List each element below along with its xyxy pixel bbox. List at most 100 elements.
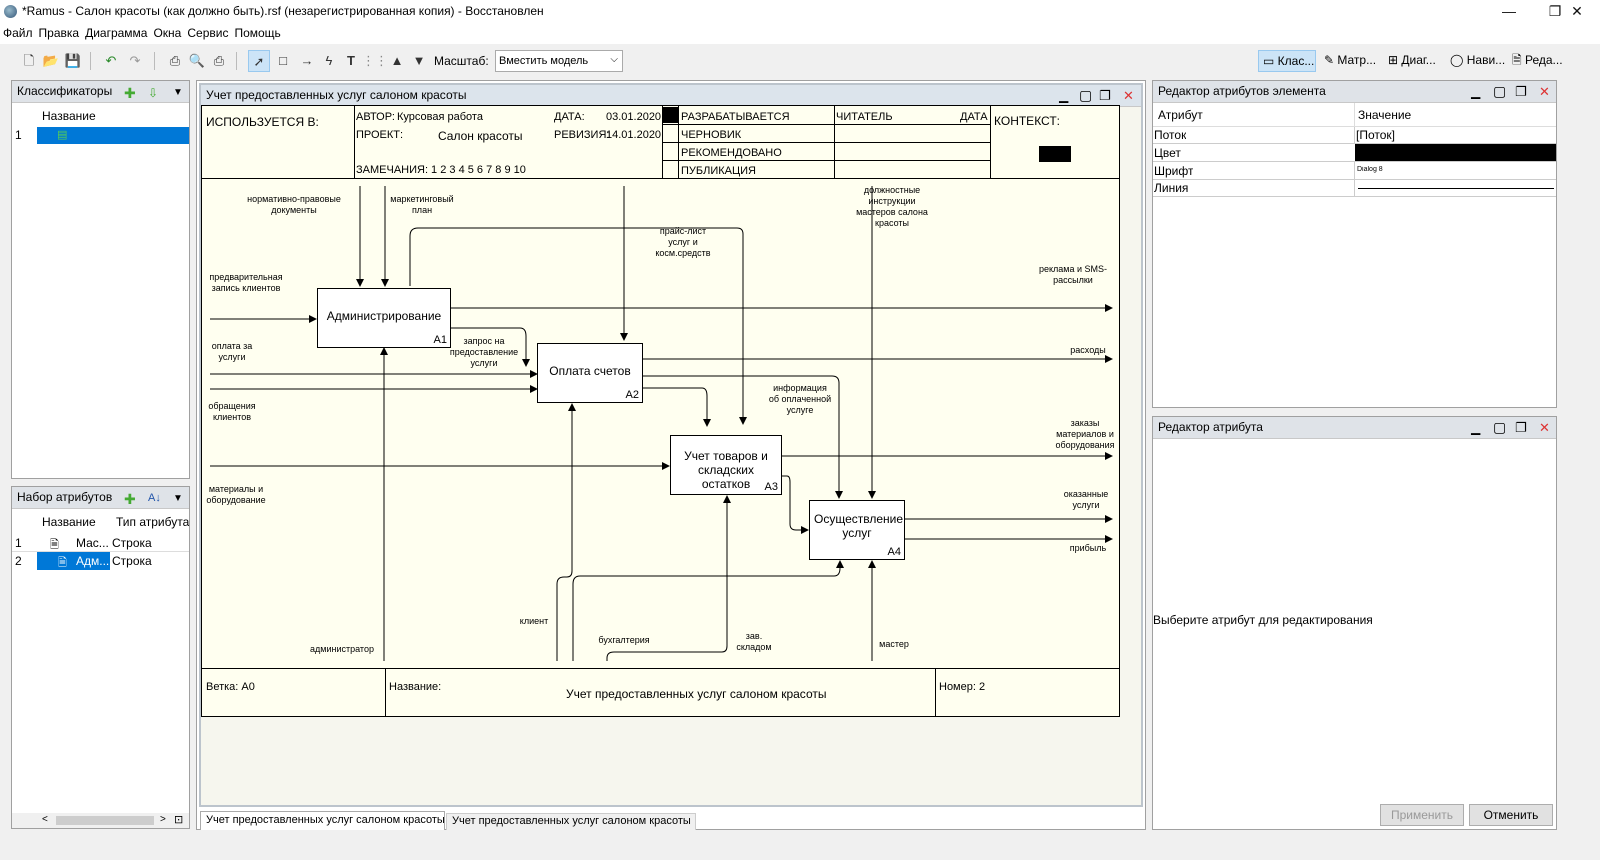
doc-icon: 🗎 <box>50 539 59 551</box>
restore-icon[interactable]: ❐ <box>1099 88 1111 103</box>
maximize-icon[interactable]: ▢ <box>1493 419 1507 435</box>
triangle-up-icon[interactable]: ▲ <box>390 53 404 68</box>
save-icon[interactable]: 💾 <box>64 53 82 68</box>
activity-box-a2[interactable]: Оплата счетов A2 <box>537 343 643 403</box>
reader-label: ЧИТАТЕЛЬ <box>836 111 893 123</box>
arrow-label: материалы и оборудование <box>206 484 266 505</box>
status-publication: ПУБЛИКАЦИЯ <box>681 165 756 177</box>
tab-navigator[interactable]: ◯ Нави... <box>1450 53 1506 67</box>
close-icon[interactable]: ✕ <box>1539 84 1550 99</box>
tab-classifiers[interactable]: ▭ Клас... <box>1258 50 1316 72</box>
scroll-right-icon[interactable]: > <box>160 814 166 825</box>
sort-icon[interactable]: A↓ <box>148 492 161 504</box>
redo-icon[interactable]: ↷ <box>129 53 141 68</box>
scale-value: Вместить модель <box>499 55 589 67</box>
selected-cell[interactable]: ▤ <box>37 127 189 144</box>
table-row[interactable]: 2 🗎 Адм... Строка <box>12 552 189 570</box>
table-row[interactable]: Линия <box>1153 180 1556 197</box>
scroll-left-icon[interactable]: < <box>42 814 48 825</box>
table-row[interactable]: Цвет <box>1153 144 1556 162</box>
scale-label: Масштаб: <box>434 54 489 68</box>
minimize-icon[interactable]: ▁ <box>1471 421 1481 435</box>
attribute-editor-header: Редактор атрибута ▁ ▢ ❐ ✕ <box>1153 417 1556 439</box>
attribute-editor: Редактор атрибута ▁ ▢ ❐ ✕ Выберите атриб… <box>1152 416 1557 830</box>
add-icon[interactable]: ✚ <box>124 85 136 101</box>
dropdown-icon[interactable]: ▼ <box>173 87 183 98</box>
menu-windows[interactable]: Окна <box>153 26 182 40</box>
minimize-icon[interactable]: ▁ <box>1471 85 1481 99</box>
restore-icon[interactable]: ❐ <box>1515 420 1527 435</box>
triangle-down-icon[interactable]: ▼ <box>412 53 426 68</box>
dropdown-icon[interactable]: ▼ <box>173 493 183 504</box>
activity-box-a3[interactable]: Учет товаров и складских остатков A3 <box>670 435 782 495</box>
cancel-button[interactable]: Отменить <box>1469 804 1553 826</box>
separator <box>154 52 155 70</box>
scale-select[interactable]: Вместить модель ⌵ <box>495 50 623 72</box>
selected-cell[interactable] <box>37 552 110 570</box>
author-label: АВТОР: <box>356 111 395 123</box>
element-attribute-editor: Редактор атрибутов элемента ▁ ▢ ❐ ✕ Атри… <box>1152 80 1557 408</box>
activity-box-a4[interactable]: Осуществление услуг A4 <box>809 500 905 560</box>
menu-diagram[interactable]: Диаграмма <box>85 26 148 40</box>
grid-tool-icon[interactable]: ⋮⋮ <box>362 53 388 68</box>
color-swatch[interactable] <box>1355 144 1556 161</box>
import-icon[interactable]: ⇩ <box>148 86 159 100</box>
menu-help[interactable]: Помощь <box>234 26 281 40</box>
new-file-icon[interactable]: 🗋 <box>23 53 35 68</box>
corner-icon[interactable]: ⊡ <box>174 814 184 826</box>
table-row[interactable]: 1 ▤ <box>12 127 189 144</box>
classifiers-header: Классификаторы ✚ ⇩ ▼ <box>12 81 189 103</box>
close-button[interactable]: ✕ <box>1571 3 1583 19</box>
table-row[interactable]: 1 🗎 Мас... Строка <box>12 534 189 552</box>
status-draft: ЧЕРНОВИК <box>681 129 742 141</box>
maximize-button[interactable]: ❐ <box>1548 3 1562 19</box>
chevron-down-icon: ⌵ <box>610 54 618 65</box>
diagram-tab-2[interactable]: Учет предоставленных услуг салоном красо… <box>446 813 696 830</box>
arrow-label: обращения клиентов <box>208 401 256 422</box>
close-icon[interactable]: ✕ <box>1123 88 1134 103</box>
arrow-label: запрос на предоставление услуги <box>449 336 519 368</box>
idef0-frame: ИСПОЛЬЗУЕТСЯ В: АВТОР: Курсовая работа П… <box>201 105 1120 717</box>
apply-button[interactable]: Применить <box>1380 804 1464 826</box>
text-tool-icon[interactable]: T <box>347 53 355 68</box>
undo-icon[interactable]: ↶ <box>105 53 117 68</box>
minimize-icon[interactable]: ▁ <box>1059 89 1069 103</box>
minimize-button[interactable]: — <box>1502 3 1516 19</box>
arrow-label: оплата за услуги <box>211 341 253 362</box>
menu-edit[interactable]: Правка <box>38 26 80 40</box>
pointer-tool-icon[interactable]: ➚ <box>248 50 270 72</box>
arrow-label: предварительная запись клиентов <box>209 272 283 293</box>
horizontal-scrollbar[interactable]: < > ⊡ <box>12 813 189 828</box>
column-type: Тип атрибута <box>116 515 190 529</box>
print-preview-icon[interactable]: 🔍 <box>188 53 206 68</box>
doc-icon: 🗎 <box>58 557 67 569</box>
menu-file[interactable]: Файл <box>3 26 33 40</box>
arrow-tool-icon[interactable]: → <box>300 53 314 68</box>
box-tool-icon[interactable]: □ <box>279 53 287 68</box>
print-icon[interactable]: ⎙ <box>169 53 181 68</box>
menu-service[interactable]: Сервис <box>187 26 229 40</box>
line-preview <box>1358 188 1554 189</box>
tab-diagrams[interactable]: ⊞ Диаг... <box>1388 53 1436 67</box>
arrow-label: оказанные услуги <box>1063 489 1109 510</box>
close-icon[interactable]: ✕ <box>1539 420 1550 435</box>
table-row[interactable]: Поток [Поток] <box>1153 127 1556 144</box>
tab-editor[interactable]: 🗎 Реда... <box>1512 53 1563 67</box>
diagram-tab-1[interactable]: Учет предоставленных услуг салоном красо… <box>200 811 445 830</box>
maximize-icon[interactable]: ▢ <box>1493 83 1507 99</box>
page-setup-icon[interactable]: ⎙ <box>213 53 225 68</box>
scroll-thumb[interactable] <box>56 816 154 825</box>
table-row[interactable]: Шрифт Dialog 8 <box>1153 162 1556 180</box>
maximize-icon[interactable]: ▢ <box>1079 87 1093 103</box>
open-folder-icon[interactable]: 📂 <box>42 53 60 68</box>
activity-box-a1[interactable]: Администрирование A1 <box>317 288 451 348</box>
add-icon[interactable]: ✚ <box>124 491 136 507</box>
tab-matrix[interactable]: ✎ Матр... <box>1324 53 1377 67</box>
project-value: Салон красоты <box>438 129 523 143</box>
separator <box>236 52 237 70</box>
restore-icon[interactable]: ❐ <box>1515 84 1527 99</box>
squiggle-tool-icon[interactable]: ϟ <box>325 53 333 68</box>
used-in-label: ИСПОЛЬЗУЕТСЯ В: <box>206 115 319 129</box>
window-title: *Ramus - Салон красоты (как должно быть)… <box>22 4 544 18</box>
status-working: РАЗРАБАТЫВАЕТСЯ <box>681 111 790 123</box>
